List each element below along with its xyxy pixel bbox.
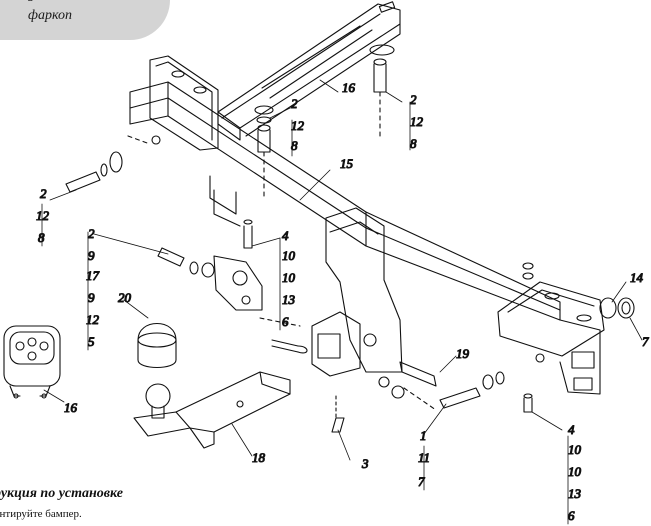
instructions-step-1: онтируйте бампер. bbox=[0, 508, 82, 520]
callout-7-right: 7 bbox=[642, 334, 649, 349]
callout-16-upper: 16 bbox=[342, 80, 356, 95]
callout-6-a: 6 bbox=[282, 314, 289, 329]
callout-10-a2: 10 bbox=[282, 270, 296, 285]
tow-ball-cap bbox=[137, 322, 177, 369]
callout-17-d: 17 bbox=[86, 268, 100, 283]
callout-2-d: 2 bbox=[88, 226, 95, 241]
callout-20: 20 bbox=[118, 290, 132, 305]
left-mounting-plate bbox=[149, 55, 219, 151]
callout-10-a1: 10 bbox=[282, 248, 296, 263]
callout-19: 19 bbox=[456, 346, 470, 361]
callout-18: 18 bbox=[252, 450, 266, 465]
tow-ball-mount bbox=[133, 371, 291, 449]
callout-2-c: 2 bbox=[40, 186, 47, 201]
corner-label-fragment: g bbox=[28, 0, 35, 3]
callout-10-b2: 10 bbox=[568, 464, 582, 479]
callout-9-d1: 9 bbox=[88, 248, 95, 263]
hitch-receiver-housing bbox=[311, 207, 403, 377]
instructions-title: рукция по установке bbox=[0, 486, 123, 501]
callout-12-a: 12 bbox=[291, 118, 305, 133]
callout-8-a: 8 bbox=[291, 138, 298, 153]
callout-8-b: 8 bbox=[410, 136, 417, 151]
callout-2-b: 2 bbox=[410, 92, 417, 107]
callout-5-d: 5 bbox=[88, 334, 95, 349]
callout-16-lower: 16 bbox=[64, 400, 78, 415]
callout-4-a: 4 bbox=[282, 228, 289, 243]
right-mounting-plate bbox=[497, 281, 605, 395]
callout-10-b1: 10 bbox=[568, 442, 582, 457]
frame-rail-bracket bbox=[217, 1, 401, 141]
callout-1: 1 bbox=[420, 428, 427, 443]
leader-lines bbox=[43, 79, 643, 461]
corner-tab: g фаркоп bbox=[0, 0, 170, 40]
callout-6-b: 6 bbox=[568, 508, 575, 523]
callout-13-b: 13 bbox=[568, 486, 582, 501]
main-crossbeam bbox=[129, 81, 561, 321]
callout-7-bottom: 7 bbox=[418, 474, 425, 489]
callout-13-a: 13 bbox=[282, 292, 296, 307]
callout-14: 14 bbox=[630, 270, 644, 285]
fasteners bbox=[65, 44, 635, 433]
callout-3: 3 bbox=[361, 456, 369, 471]
callout-12-d: 12 bbox=[86, 312, 100, 327]
callout-2-a: 2 bbox=[291, 96, 298, 111]
electrical-socket bbox=[3, 325, 61, 399]
corner-title: фаркоп bbox=[28, 8, 72, 23]
callout-11: 11 bbox=[418, 450, 430, 465]
callout-9-d2: 9 bbox=[88, 290, 95, 305]
callout-underlines bbox=[41, 101, 569, 525]
callout-12-b: 12 bbox=[410, 114, 424, 129]
callout-12-c: 12 bbox=[36, 208, 50, 223]
callout-8-c: 8 bbox=[38, 230, 45, 245]
callout-15: 15 bbox=[340, 156, 354, 171]
callout-4-b: 4 bbox=[568, 422, 575, 437]
